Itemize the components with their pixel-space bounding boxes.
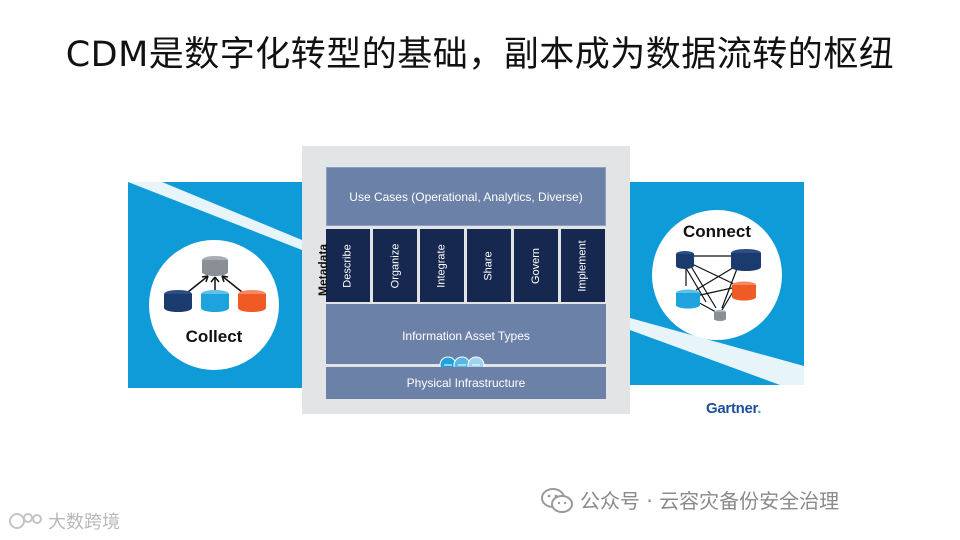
page-title: CDM是数字化转型的基础，副本成为数据流转的枢纽 bbox=[65, 35, 895, 75]
wechat-watermark: 公众号 · 云容灾备份安全治理 bbox=[540, 485, 839, 514]
connect-label: Connect bbox=[683, 222, 751, 241]
gartner-logo: Gartner. bbox=[706, 400, 762, 417]
collect-label: Collect bbox=[185, 327, 243, 346]
metadata-govern: Govern bbox=[514, 229, 558, 302]
information-asset-types-layer: Information Asset Types bbox=[326, 304, 606, 364]
metadata-describe: Describe bbox=[326, 229, 370, 302]
wechat-icon bbox=[541, 487, 573, 513]
use-cases-layer: Use Cases (Operational, Analytics, Diver… bbox=[326, 167, 606, 226]
connect-databases-icon bbox=[676, 249, 761, 321]
metadata-integrate: Integrate bbox=[420, 229, 464, 302]
metadata-label: Metadata bbox=[316, 244, 330, 297]
metadata-functions-row: Describe Organize Integrate Share Govern… bbox=[326, 229, 606, 302]
right-band-stripe bbox=[630, 318, 804, 385]
metadata-share: Share bbox=[467, 229, 511, 302]
brand-watermark: 大数跨境 bbox=[8, 508, 120, 534]
left-band-stripe bbox=[128, 182, 302, 250]
collect-databases-icon bbox=[164, 256, 266, 312]
metadata-organize: Organize bbox=[373, 229, 417, 302]
metadata-implement: Implement bbox=[561, 229, 605, 302]
brand-logo-icon bbox=[9, 513, 42, 529]
physical-infrastructure-layer: Physical Infrastructure bbox=[326, 367, 606, 399]
